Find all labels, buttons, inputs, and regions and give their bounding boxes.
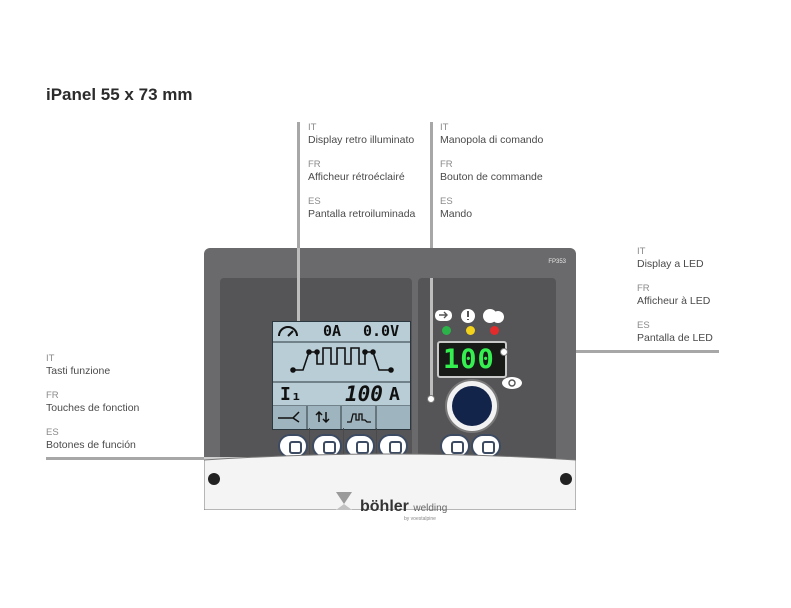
screw-right-icon xyxy=(560,473,572,485)
lcd-graphics xyxy=(273,326,410,429)
gauge-icon xyxy=(278,326,298,337)
brand-sub: welding xyxy=(413,503,448,514)
encoder-icon xyxy=(502,377,522,389)
key-square-icon xyxy=(451,441,464,454)
lcd-parameter-unit: A xyxy=(389,384,400,405)
lcd-voltage-readout: 0.0V xyxy=(363,322,400,340)
keys-label-es: Botones de función xyxy=(46,439,136,451)
lang-code-es: ES xyxy=(46,427,59,438)
control-knob-center[interactable] xyxy=(452,386,492,426)
bohler-logo-mark xyxy=(336,492,352,510)
key-separator xyxy=(309,428,310,478)
led-leader-dot xyxy=(500,348,508,356)
led-display-value: 100 xyxy=(443,344,495,375)
knob-leader-line-overlay xyxy=(430,278,433,398)
knob-label-fr: Bouton de commande xyxy=(440,171,543,183)
control-knob[interactable] xyxy=(445,379,499,433)
key-square-icon xyxy=(289,441,302,454)
led-label-fr: Afficheur à LED xyxy=(637,295,711,307)
lang-code-es: ES xyxy=(637,320,650,331)
lcd-parameter-symbol: I₁ xyxy=(280,384,302,405)
arrows-icon xyxy=(315,410,330,424)
page-title: iPanel 55 x 73 mm xyxy=(46,85,193,104)
panel-bottom-plate xyxy=(204,453,576,510)
display-label-fr: Afficheur rétroéclairé xyxy=(308,171,405,183)
lang-code-fr: FR xyxy=(46,390,59,401)
lang-code-fr: FR xyxy=(308,159,321,170)
right-button-left[interactable] xyxy=(440,434,470,458)
lang-code-it: IT xyxy=(637,246,646,257)
lang-code-es: ES xyxy=(308,196,321,207)
green-indicator-led xyxy=(442,326,451,335)
brand-name: böhler xyxy=(360,498,409,515)
tig-mode-icon xyxy=(435,310,452,321)
backlit-lcd-display: 0A 0.0V I₁ 100 A xyxy=(272,321,411,430)
knob-label-es: Mando xyxy=(440,208,473,220)
pulse-waveform-icon xyxy=(290,347,394,373)
lang-code-it: IT xyxy=(440,122,449,133)
model-label: FP353 xyxy=(548,259,566,265)
function-key-1[interactable] xyxy=(278,434,308,458)
lcd-soft-key-bar xyxy=(273,406,410,429)
key-square-icon xyxy=(389,441,402,454)
key-square-icon xyxy=(323,441,336,454)
key-separator xyxy=(343,428,344,478)
lcd-current-readout: 0A xyxy=(323,322,342,340)
wave-small-icon xyxy=(347,413,371,423)
display-leader-line-overlay xyxy=(297,248,300,321)
lang-code-it: IT xyxy=(46,353,55,364)
display-label-es: Pantalla retroiluminada xyxy=(308,208,416,220)
lcd-parameter-value: 100 xyxy=(345,382,383,406)
brand-tagline: by voestalpine xyxy=(404,516,436,522)
lang-code-it: IT xyxy=(308,122,317,133)
keys-label-fr: Touches de fonction xyxy=(46,402,140,414)
yellow-indicator-led xyxy=(466,326,475,335)
screw-left-icon xyxy=(208,473,220,485)
brand-logo: böhler welding by voestalpine xyxy=(360,498,447,522)
torch-icon xyxy=(278,411,300,423)
display-label-it: Display retro illuminato xyxy=(308,134,415,146)
led-display: 100 xyxy=(437,341,507,378)
key-square-icon xyxy=(356,441,369,454)
red-indicator-led xyxy=(490,326,499,335)
display-leader-line xyxy=(297,122,300,321)
lang-code-fr: FR xyxy=(637,283,650,294)
led-label-es: Pantalla de LED xyxy=(637,332,713,344)
knob-leader-dot xyxy=(427,395,435,403)
lang-code-fr: FR xyxy=(440,159,453,170)
lang-code-es: ES xyxy=(440,196,453,207)
keys-label-it: Tasti funzione xyxy=(46,365,111,377)
knob-label-it: Manopola di comando xyxy=(440,134,544,146)
led-label-it: Display a LED xyxy=(637,258,704,270)
alert-mode-icon xyxy=(461,309,475,323)
key-square-icon xyxy=(482,441,495,454)
led-leader-line xyxy=(503,350,719,353)
mode-icons xyxy=(435,309,504,323)
mma-mode-icon xyxy=(483,309,504,323)
key-separator xyxy=(376,428,377,478)
